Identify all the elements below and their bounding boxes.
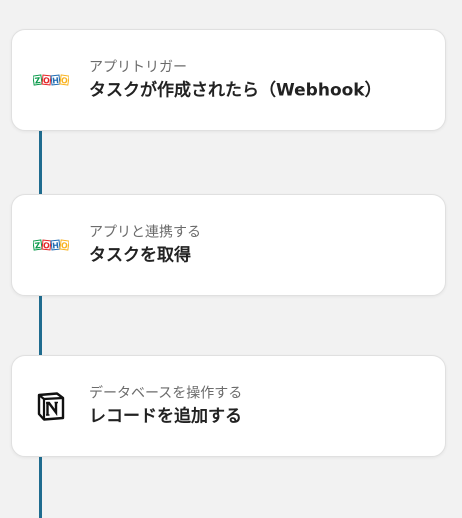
- step-title: レコードを追加する: [89, 406, 242, 427]
- svg-text:H: H: [52, 76, 60, 86]
- svg-text:O: O: [60, 241, 68, 251]
- notion-logo-icon: [32, 387, 70, 425]
- zoho-logo-icon: Z O H O: [32, 61, 70, 99]
- flow-connector-line: [39, 131, 42, 195]
- step-type-label: データベースを操作する: [89, 385, 243, 402]
- flow-step-card-trigger[interactable]: Z O H O アプリトリガー タスクが作成されたら（Webhook）: [11, 29, 446, 131]
- step-title: タスクが作成されたら（Webhook）: [89, 80, 382, 101]
- svg-text:H: H: [52, 241, 60, 251]
- svg-text:O: O: [43, 241, 51, 251]
- step-title: タスクを取得: [89, 245, 191, 266]
- zoho-logo-icon: Z O H O: [32, 226, 70, 264]
- step-type-label: アプリと連携する: [89, 224, 201, 241]
- step-type-label: アプリトリガー: [89, 59, 187, 76]
- flow-step-card-database[interactable]: データベースを操作する レコードを追加する: [11, 355, 446, 457]
- svg-text:Z: Z: [34, 76, 41, 86]
- svg-text:Z: Z: [34, 241, 41, 251]
- svg-text:O: O: [43, 76, 51, 86]
- flow-step-card-action[interactable]: Z O H O アプリと連携する タスクを取得: [11, 194, 446, 296]
- svg-text:O: O: [60, 76, 68, 86]
- flow-connector-line: [39, 292, 42, 356]
- flow-connector-line: [39, 452, 42, 518]
